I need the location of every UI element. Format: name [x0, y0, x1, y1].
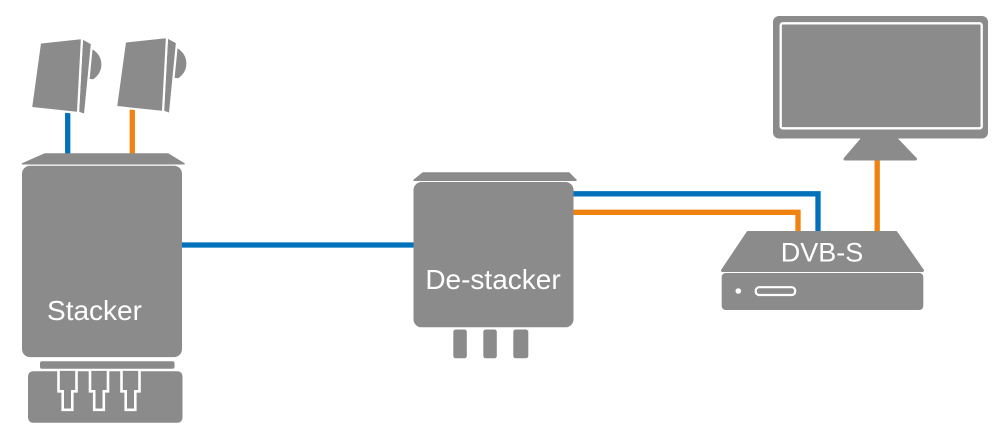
lnb-2-icon [114, 35, 189, 116]
stacker-body [22, 165, 182, 358]
stacker-f-connector-1 [57, 370, 78, 412]
stacker-base-bar [40, 361, 175, 369]
set-top-box-icon: DVB-S [721, 231, 924, 310]
lnb-1-icon [29, 36, 104, 117]
tv-icon [773, 16, 988, 161]
receiver-top [721, 231, 924, 272]
destacker-label: De-stacker [425, 264, 560, 295]
tv-frame [773, 16, 988, 139]
tv-stand [843, 136, 917, 161]
receiver-led [735, 288, 742, 294]
tv-screen-bezel [779, 22, 983, 130]
destacker-box-icon: De-stacker [413, 172, 577, 359]
cable-destacker-to-receiver-blue [570, 191, 821, 236]
stacker-label: Stacker [47, 295, 142, 326]
destacker-connector-1 [453, 329, 467, 359]
receiver-front-panel [721, 273, 924, 310]
receiver-label: DVB-S [781, 238, 864, 268]
receiver-display-slot [754, 286, 797, 297]
destacker-body [413, 182, 574, 328]
stacker-f-connector-2 [88, 370, 110, 412]
cables [65, 106, 880, 248]
destacker-connector-3 [513, 329, 529, 359]
cable-destacker-to-receiver-orange [570, 209, 801, 236]
stacker-f-connector-3 [120, 370, 141, 412]
destacker-lid [413, 172, 577, 181]
destacker-connector-2 [483, 329, 497, 359]
stacker-box-icon: Stacker [21, 153, 185, 423]
stacker-lid [21, 153, 185, 165]
